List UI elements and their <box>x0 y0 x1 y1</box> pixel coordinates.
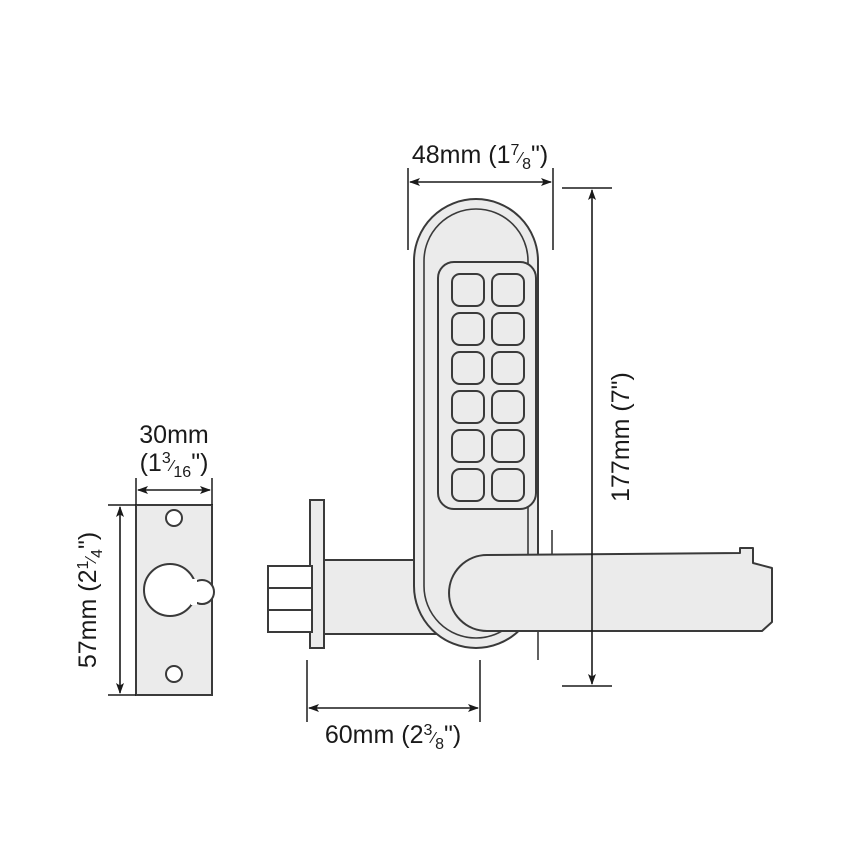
keypad-button-8[interactable] <box>491 390 525 424</box>
escutcheon-plate <box>413 198 539 649</box>
plate-width-open: (1 <box>140 449 162 477</box>
lever-handle-body[interactable] <box>448 547 773 632</box>
plate-height-denominator: 4 <box>89 549 106 558</box>
dimension-plate-width: 30mm (13⁄16") <box>135 421 213 505</box>
width-top-numerator: 7 <box>510 142 519 159</box>
keypad-button-10[interactable] <box>491 429 525 463</box>
keypad-button-12[interactable] <box>491 468 525 502</box>
dim-label-width-top: 48mm (17⁄8") <box>412 141 548 173</box>
dimension-width-top: 48mm (17⁄8") <box>407 141 554 250</box>
keypad-button-1[interactable] <box>451 273 485 307</box>
plate-height-close: ") <box>74 532 102 549</box>
depth-bottom-close: ") <box>444 721 461 749</box>
keypad-button-9[interactable] <box>451 429 485 463</box>
latch-bolt-segment-2 <box>267 587 313 611</box>
height-right-imperial: (7") <box>607 372 635 411</box>
dimension-depth-bottom: 60mm (23⁄8") <box>306 660 481 753</box>
keypad-button-4[interactable] <box>491 312 525 346</box>
dimension-plate-height: 57mm (21⁄4") <box>74 504 136 696</box>
strike-plate-screw-hole-bottom <box>165 665 183 683</box>
depth-bottom-mm: 60mm <box>325 721 394 749</box>
strike-plate-hole-merge <box>180 582 202 602</box>
lever-handle[interactable] <box>448 547 773 632</box>
width-top-denominator: 8 <box>522 156 531 173</box>
latch-bolt-segment-1 <box>267 565 313 589</box>
depth-bottom-open: (2 <box>401 721 423 749</box>
plate-height-numerator: 1 <box>75 561 92 570</box>
plate-width-numerator: 3 <box>162 450 171 467</box>
strike-plate-screw-hole-top <box>165 509 183 527</box>
keypad-buttons <box>451 273 525 502</box>
strike-plate <box>135 504 215 696</box>
dim-label-plate-width-mm: 30mm <box>139 421 208 449</box>
plate-height-mm: 57mm <box>74 599 102 668</box>
latch-bolt-segment-3 <box>267 609 313 633</box>
dimension-height-right: 177mm (7") <box>562 187 635 687</box>
dim-label-plate-width-imperial: (13⁄16") <box>140 449 209 481</box>
plate-width-close: ") <box>191 449 208 477</box>
keypad-button-5[interactable] <box>451 351 485 385</box>
keypad-button-2[interactable] <box>491 273 525 307</box>
depth-bottom-numerator: 3 <box>423 722 432 739</box>
width-top-open: (1 <box>488 141 510 169</box>
dim-label-height-right: 177mm (7") <box>607 372 635 502</box>
dim-label-depth-bottom: 60mm (23⁄8") <box>325 721 461 753</box>
plate-width-denominator: 16 <box>173 464 191 481</box>
keypad-button-11[interactable] <box>451 468 485 502</box>
depth-bottom-denominator: 8 <box>435 736 444 753</box>
plate-height-open: (2 <box>74 570 102 592</box>
height-right-mm: 177mm <box>607 419 635 502</box>
width-top-close: ") <box>531 141 548 169</box>
width-top-mm: 48mm <box>412 141 481 169</box>
keypad-button-6[interactable] <box>491 351 525 385</box>
dim-label-plate-height: 57mm (21⁄4") <box>74 532 106 668</box>
keypad-button-3[interactable] <box>451 312 485 346</box>
keypad-button-7[interactable] <box>451 390 485 424</box>
